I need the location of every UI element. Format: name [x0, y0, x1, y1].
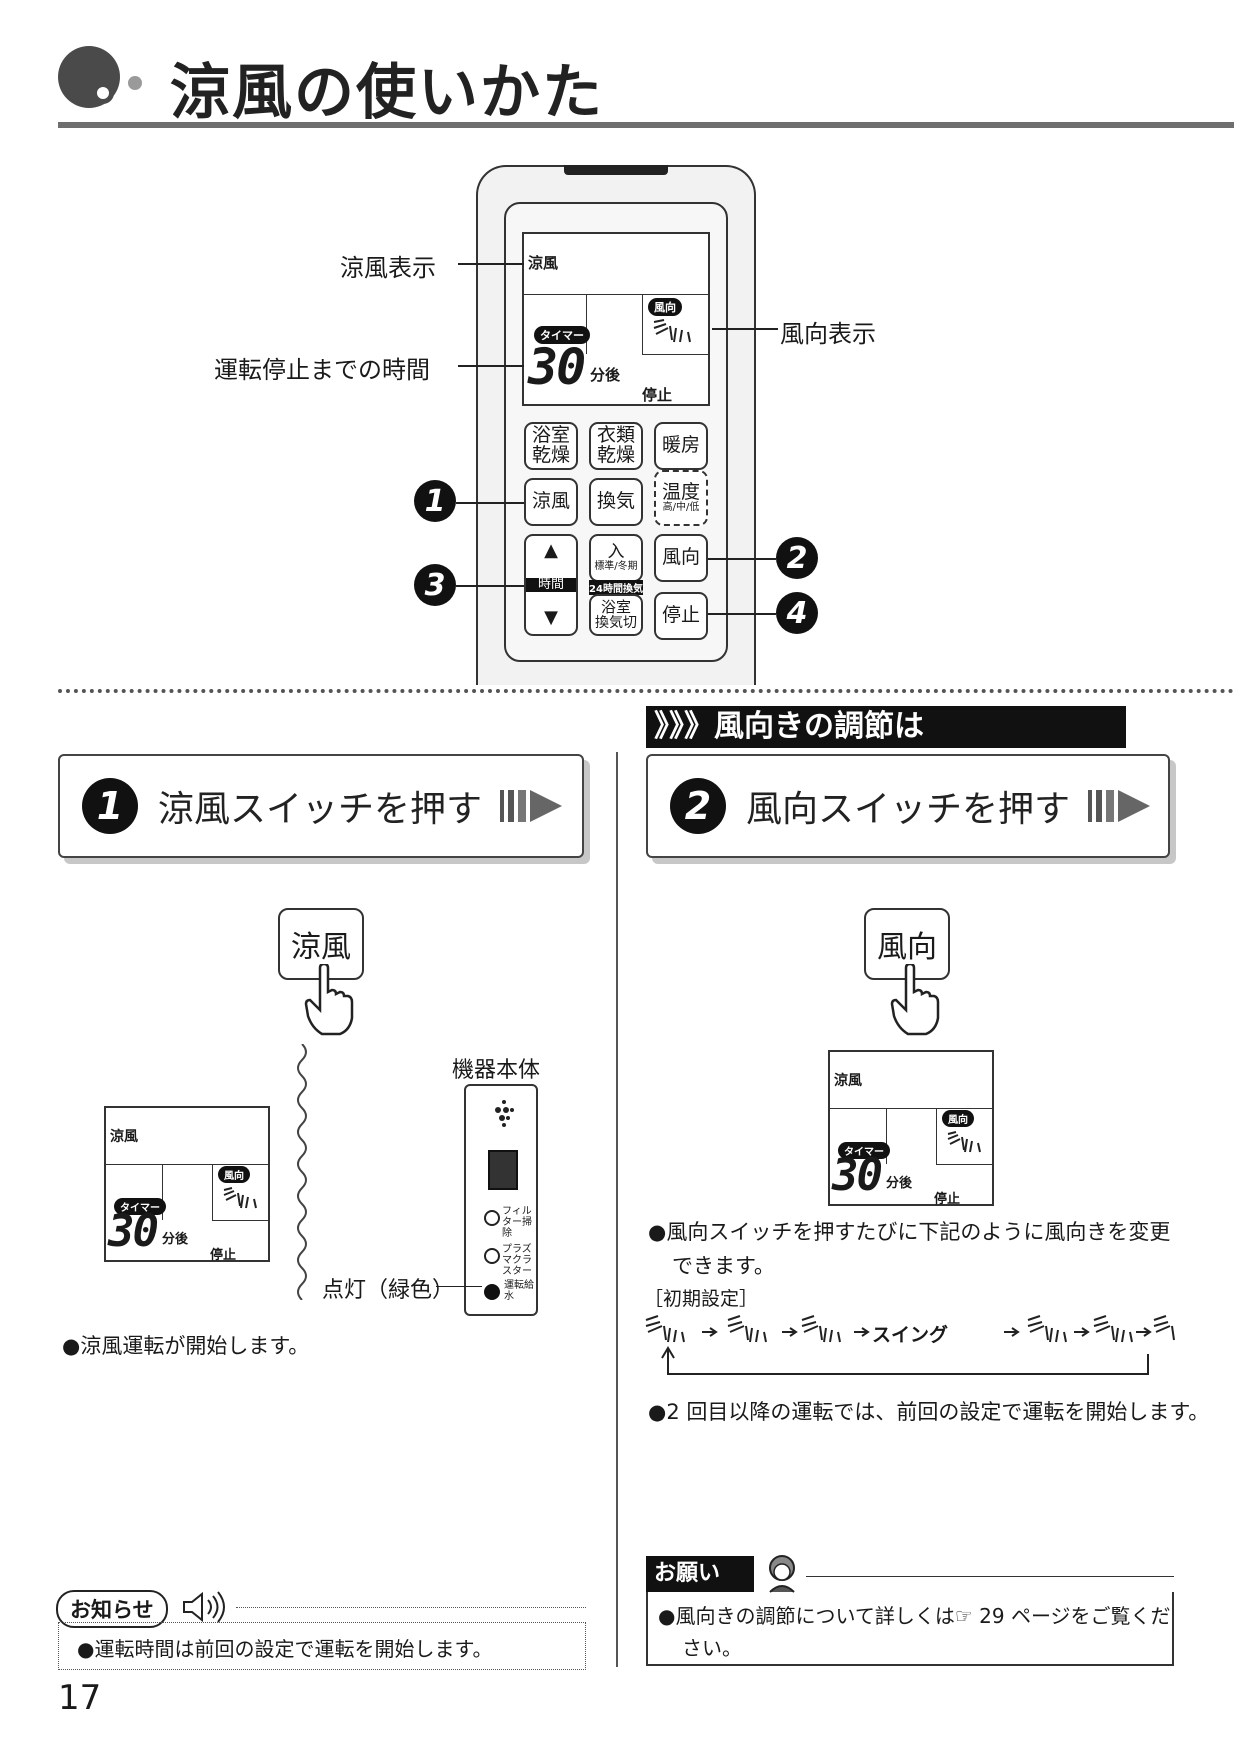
lcd-mode-label: 涼風: [528, 254, 559, 272]
callout-badge-4: 4: [776, 592, 818, 634]
notice-label: お知らせ: [56, 1590, 168, 1628]
callout-badge-1: 1: [414, 480, 456, 522]
request-text-line2: さい。: [682, 1636, 742, 1660]
step2-lcd: 涼風 風向 タイマー 30 分後 停止: [828, 1050, 994, 1207]
pointing-hand-icon: [890, 964, 940, 1036]
step2-title: 風向スイッチを押す: [746, 789, 1071, 830]
bath-vent-off-button[interactable]: 浴室 換気切: [589, 594, 643, 636]
on-button[interactable]: 入 標準/冬期: [589, 534, 643, 582]
notice-text: ●運転時間は前回の設定で運転を開始します。: [77, 1637, 493, 1661]
step1-lcd: 涼風 風向 タイマー 30 分後 停止: [104, 1106, 270, 1263]
step1-header: 1 涼風スイッチを押す: [58, 754, 584, 858]
dotted-separator: [58, 689, 1234, 693]
step2-header: 2 風向スイッチを押す: [646, 754, 1170, 858]
bath-dry-button[interactable]: 浴室 乾燥: [524, 422, 578, 470]
speaker-icon: [183, 1591, 225, 1623]
clothes-dry-button[interactable]: 衣類 乾燥: [589, 422, 643, 470]
step2-wind-button[interactable]: 風向: [864, 908, 950, 980]
wavy-divider: [297, 1044, 307, 1300]
lcd-timer-pill: タイマー: [534, 326, 590, 344]
wind-direction-sequence: [645, 1315, 1175, 1375]
request-text-line1: ●風向きの調節について詳しくは☞ 29 ページをご覧くだ: [658, 1604, 1171, 1628]
step2-bullet2: ●2 回目以降の運転では、前回の設定で運転を開始します。: [648, 1400, 1210, 1424]
step2-bullet1-line1: ●風向スイッチを押すたびに下記のように風向きを変更: [648, 1220, 1171, 1244]
device-body-panel: フィルター掃除 プラズマクラスター 運転給水: [464, 1084, 538, 1316]
time-button[interactable]: ▲ 時間 ▼: [524, 534, 578, 636]
lcd-wind-pill: 風向: [648, 298, 682, 316]
request-label: お願い: [646, 1556, 754, 1592]
notice-box: ●運転時間は前回の設定で運転を開始します。: [58, 1622, 586, 1670]
lcd-stop: 停止: [642, 386, 673, 404]
wind-louver-icon: [947, 1131, 981, 1153]
next-arrow-icon: [1088, 790, 1151, 822]
lcd-minutes-after: 分後: [590, 366, 621, 384]
stop-button[interactable]: 停止: [654, 592, 708, 640]
remote-lcd: 涼風 風向 タイマー 30 分後 停止: [522, 232, 710, 406]
callout-wind-display: 風向表示: [780, 320, 876, 348]
device-body-label: 機器本体: [452, 1058, 541, 1083]
section-tag-wind-adjust: 》》》風向きの調節は: [646, 706, 1126, 748]
vent-button[interactable]: 換気: [589, 478, 643, 526]
up-arrow-icon[interactable]: ▲: [544, 540, 558, 561]
request-mascot-icon: [769, 1555, 795, 1593]
page-number: 17: [58, 1678, 102, 1718]
step2-bullet1-line2: できます。: [672, 1254, 775, 1278]
title-bullet-ring-icon: [92, 82, 114, 104]
callout-badge-2: 2: [776, 537, 818, 579]
step1-title: 涼風スイッチを押す: [158, 789, 483, 830]
temp-button[interactable]: 温度 高/中/低: [654, 470, 708, 526]
callout-badge-3: 3: [414, 564, 456, 606]
step2-number: 2: [670, 778, 726, 834]
24h-vent-label: 24時間換気: [589, 580, 643, 595]
light-green-label: 点灯（緑色）: [322, 1278, 455, 1303]
column-divider: [616, 752, 618, 1667]
initial-setting-label: ［初期設定］: [644, 1288, 759, 1310]
plasma-indicator-lamp: [484, 1248, 500, 1264]
step1-number: 1: [82, 778, 138, 834]
page-title: 涼風の使いかた: [170, 58, 604, 128]
request-box: ●風向きの調節について詳しくは☞ 29 ページをご覧くだ さい。: [646, 1592, 1174, 1666]
callout-time-until-stop: 運転停止までの時間: [214, 356, 430, 384]
swing-label: スイング: [872, 1324, 949, 1346]
heat-button[interactable]: 暖房: [654, 422, 708, 470]
lcd-timer-digits: 30: [528, 338, 586, 396]
callout-cool-display: 涼風表示: [340, 254, 436, 282]
filter-indicator-lamp: [484, 1210, 500, 1226]
plasmacluster-logo-icon: [495, 1100, 514, 1127]
down-arrow-icon[interactable]: ▼: [544, 607, 558, 629]
title-bullet-dot-icon: [128, 76, 142, 90]
pointing-hand-icon: [304, 964, 354, 1036]
step1-bullet: ●涼風運転が開始します。: [62, 1334, 310, 1358]
title-rule: [58, 122, 1234, 128]
cool-button[interactable]: 涼風: [524, 478, 578, 526]
run-indicator-lamp: [484, 1284, 500, 1300]
wind-direction-button[interactable]: 風向: [654, 534, 708, 582]
wind-louver-icon: [223, 1187, 257, 1209]
device-display: [488, 1150, 518, 1190]
remote-ir-window: [564, 165, 668, 175]
wind-louver-icon: [653, 319, 691, 343]
next-arrow-icon: [500, 790, 563, 822]
